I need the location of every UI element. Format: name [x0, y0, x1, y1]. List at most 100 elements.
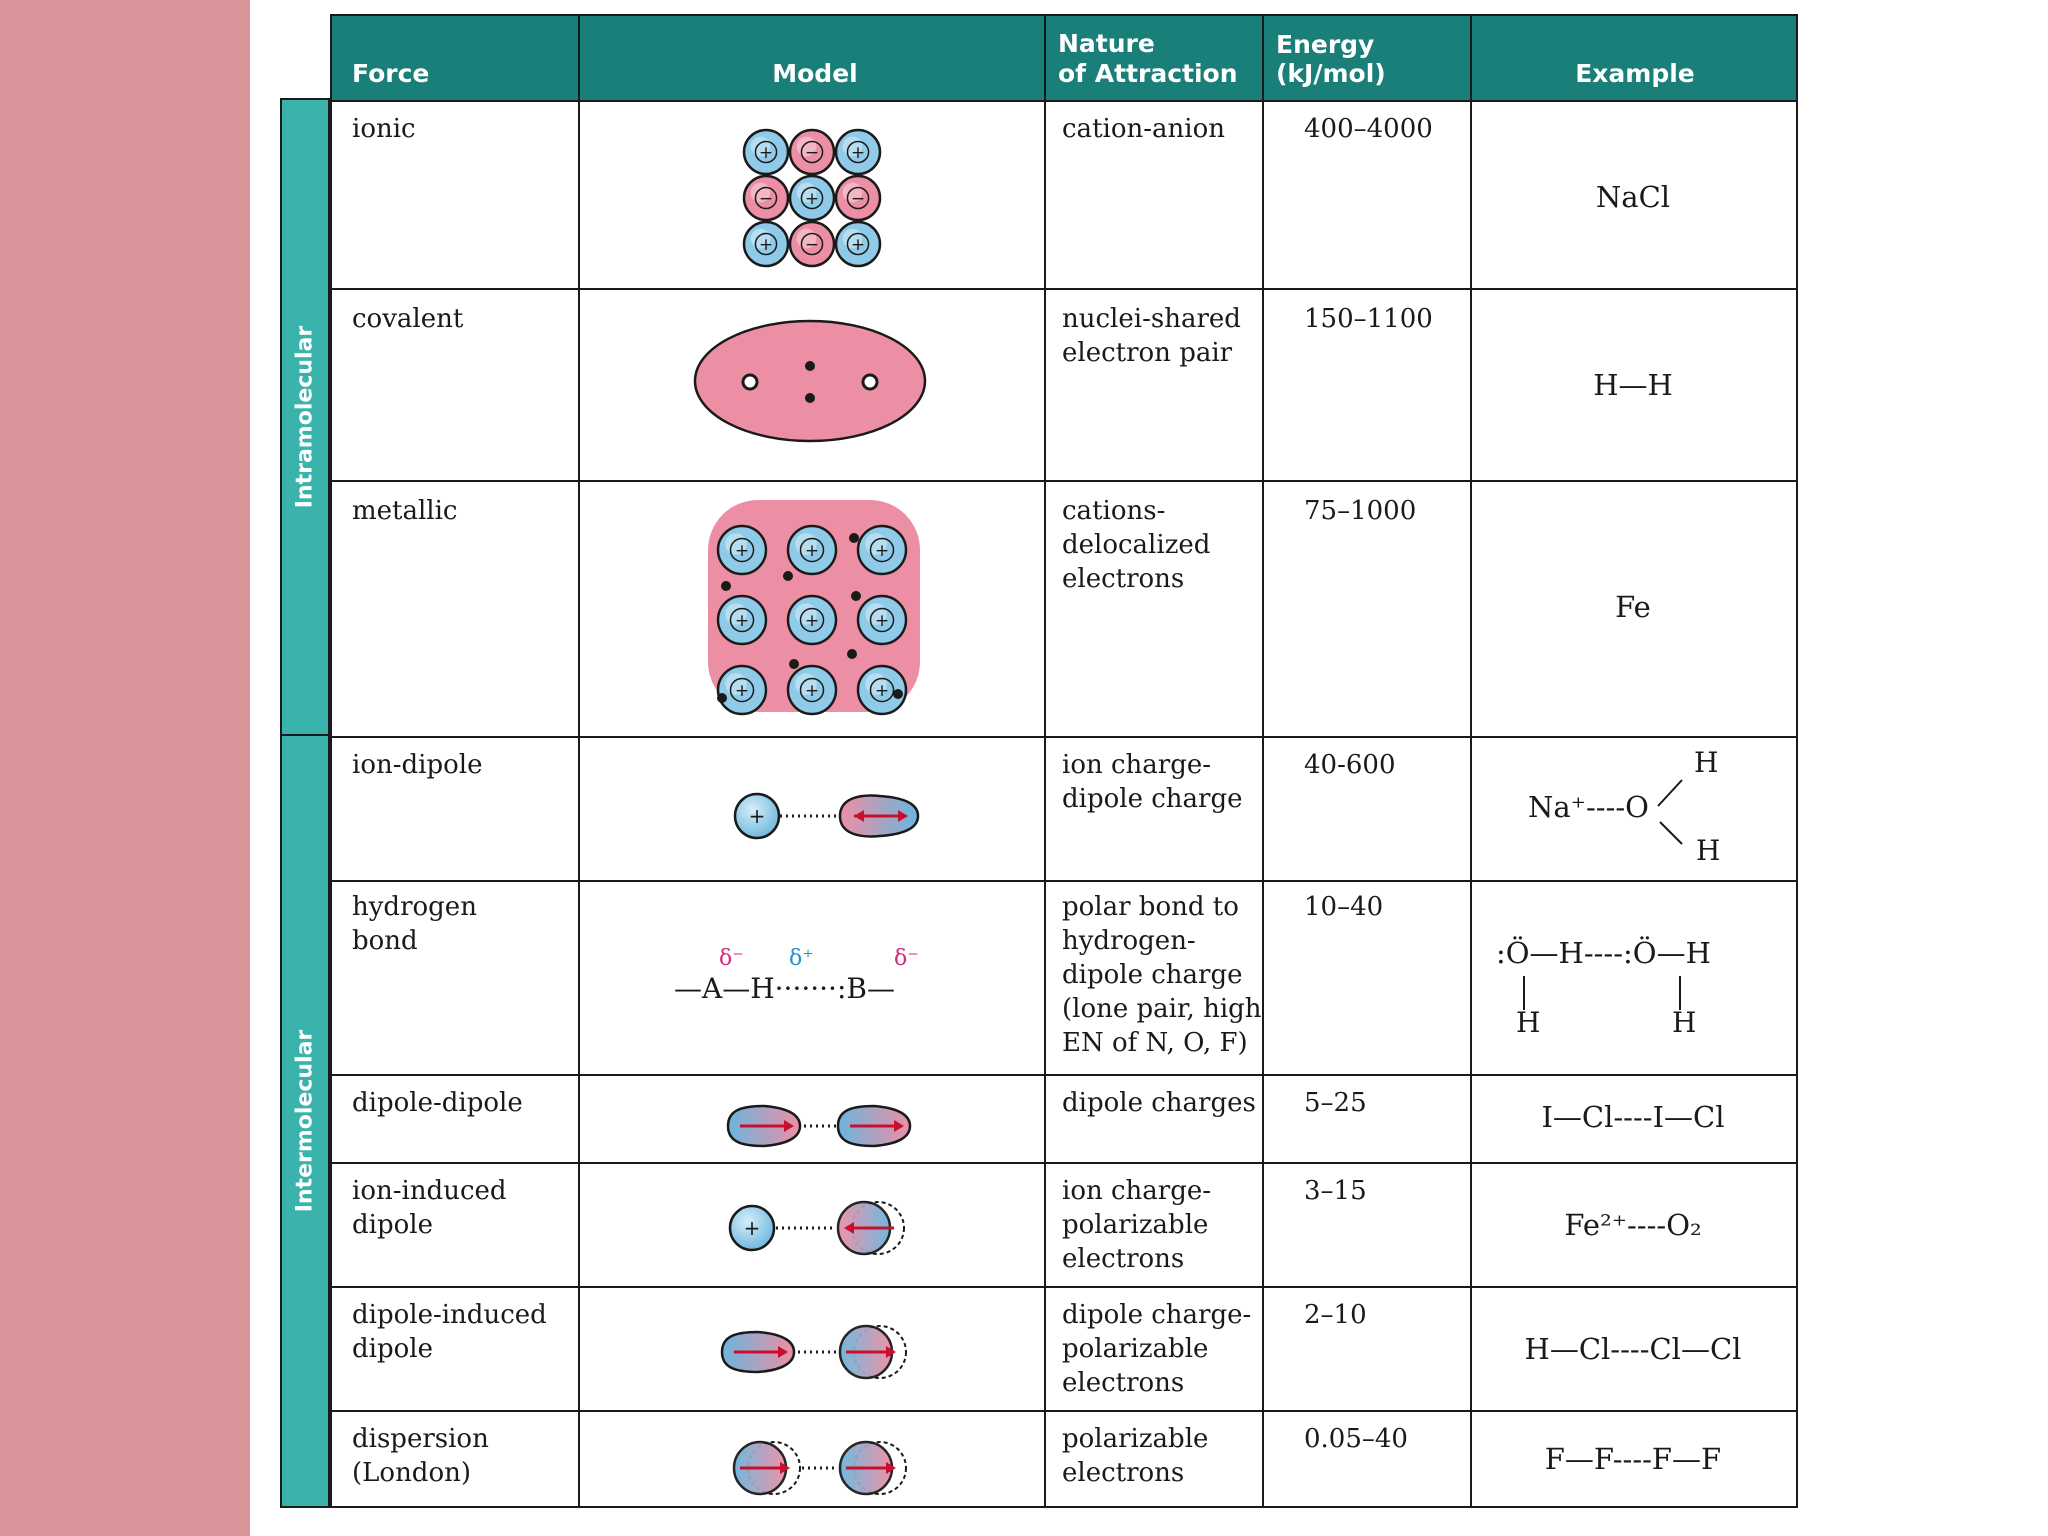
anion-sphere — [834, 174, 882, 222]
row-divider — [332, 288, 1796, 290]
force-ion-dipole: ion-dipole — [352, 750, 483, 780]
force-dipole-induced-dipole: dipole-induced dipole — [352, 1300, 547, 1364]
hbond-example-h-left: H — [1516, 1006, 1541, 1039]
plus-sign: + — [851, 143, 865, 163]
ionic-lattice-model: +−+−+−+−+ — [742, 128, 882, 268]
example-ion-induced-dipole: Fe²⁺----O₂ — [1564, 1208, 1702, 1242]
sphere-charge-ring — [729, 607, 755, 633]
plus-sign: + — [805, 681, 819, 701]
cation-sphere — [786, 524, 838, 576]
nature-ion-dipole: ion charge- dipole charge — [1062, 750, 1243, 814]
plus-sign: + — [759, 235, 773, 255]
cation-sphere — [716, 664, 768, 716]
row-divider — [332, 1162, 1796, 1164]
delocalized-electron — [783, 571, 793, 581]
row-divider — [332, 1074, 1796, 1076]
minus-sign: − — [805, 143, 819, 163]
sphere-charge-ring — [799, 607, 825, 633]
header-nature-line2: of Attraction — [1058, 59, 1238, 88]
cation-sphere — [786, 664, 838, 716]
svg-text:+: + — [749, 804, 766, 828]
row-divider — [332, 736, 1796, 738]
sphere-charge-ring — [799, 677, 825, 703]
delocalized-electron — [847, 649, 857, 659]
sphere-charge-ring — [846, 186, 870, 210]
cation-sphere — [788, 174, 836, 222]
force-dispersion: dispersion (London) — [352, 1424, 489, 1488]
energy-ion-dipole: 40-600 — [1304, 750, 1396, 780]
delocalized-electron — [717, 693, 727, 703]
sphere-charge-ring — [800, 232, 824, 256]
nature-ionic: cation-anion — [1062, 114, 1225, 144]
ion-dipole-h-top: H — [1694, 746, 1719, 779]
cation-sphere — [856, 664, 908, 716]
example-metallic: Fe — [1615, 590, 1651, 624]
row-divider — [332, 480, 1796, 482]
hbond-delta-minus-a: δ⁻ — [719, 946, 744, 971]
plus-sign: + — [805, 189, 819, 209]
intermolecular-band: Intermolecular — [280, 734, 330, 1508]
sphere-charge-ring — [869, 537, 895, 563]
row-divider — [332, 100, 1796, 102]
energy-ion-induced-dipole: 3–15 — [1304, 1176, 1367, 1206]
delocalized-electron — [849, 533, 859, 543]
intramolecular-band: Intramolecular — [280, 98, 330, 736]
hbond-example-bonds — [1523, 976, 1681, 1010]
header-nature-line1: Nature — [1058, 29, 1155, 58]
plus-sign: + — [805, 611, 819, 631]
forces-table: Force Model Nature of Attraction Energy … — [330, 14, 1798, 1508]
header-force: Force — [352, 59, 430, 88]
plus-sign: + — [735, 541, 749, 561]
nature-covalent: nuclei-shared electron pair — [1062, 304, 1241, 368]
sphere-charge-ring — [869, 677, 895, 703]
ion-dipole-bonds — [1657, 779, 1683, 845]
col-divider — [1470, 16, 1472, 1506]
sphere-charge-ring — [799, 537, 825, 563]
sphere-charge-ring — [800, 140, 824, 164]
hbond-delta-minus-b: δ⁻ — [894, 946, 919, 971]
plus-sign: + — [851, 235, 865, 255]
minus-sign: − — [851, 189, 865, 209]
cation-sphere — [856, 594, 908, 646]
ion-dipole-model: + — [733, 792, 920, 840]
force-metallic: metallic — [352, 496, 458, 526]
sphere-charge-ring — [754, 140, 778, 164]
plus-sign: + — [735, 681, 749, 701]
energy-dipole-dipole: 5–25 — [1304, 1088, 1367, 1118]
nature-dipole-dipole: dipole charges — [1062, 1088, 1256, 1118]
intermolecular-label: Intermolecular — [292, 1029, 318, 1213]
sphere-charge-ring — [754, 232, 778, 256]
cation-sphere — [834, 128, 882, 176]
sphere-charge-ring — [729, 537, 755, 563]
example-ion-dipole: Na⁺----O — [1528, 790, 1649, 824]
plus-sign: + — [735, 611, 749, 631]
cation-sphere — [742, 220, 790, 268]
nature-metallic: cations- delocalized electrons — [1062, 496, 1211, 594]
energy-hydrogen-bond: 10–40 — [1304, 892, 1384, 922]
nature-dispersion: polarizable electrons — [1062, 1424, 1209, 1488]
dipole-induced-dipole-model — [720, 1324, 907, 1380]
plus-sign: + — [875, 611, 889, 631]
delocalized-electron — [893, 689, 903, 699]
table-header: Force Model Nature of Attraction Energy … — [332, 16, 1796, 100]
row-divider — [332, 1410, 1796, 1412]
header-model: Model — [772, 59, 858, 88]
example-dipole-induced-dipole: H—Cl----Cl—Cl — [1524, 1332, 1742, 1366]
sphere-charge-ring — [729, 677, 755, 703]
example-hydrogen-bond: :Ö—H----:Ö—H — [1496, 936, 1711, 970]
ionic-ions: +−+−+−+−+ — [742, 128, 882, 268]
energy-dipole-induced-dipole: 2–10 — [1304, 1300, 1367, 1330]
cation-sphere — [716, 594, 768, 646]
anion-sphere — [742, 174, 790, 222]
ion-induced-dipole-model: + — [728, 1200, 905, 1256]
cation-sphere — [742, 128, 790, 176]
sphere-charge-ring — [754, 186, 778, 210]
anion-sphere — [788, 220, 836, 268]
example-ionic: NaCl — [1595, 180, 1671, 214]
hbond-formula: —A—H·······:B— — [674, 972, 895, 1005]
sphere-charge-ring — [846, 232, 870, 256]
cation-sphere — [716, 524, 768, 576]
energy-metallic: 75–1000 — [1304, 496, 1417, 526]
force-ion-induced-dipole: ion-induced dipole — [352, 1176, 507, 1240]
header-energy: Energy (kJ/mol) — [1276, 30, 1386, 88]
